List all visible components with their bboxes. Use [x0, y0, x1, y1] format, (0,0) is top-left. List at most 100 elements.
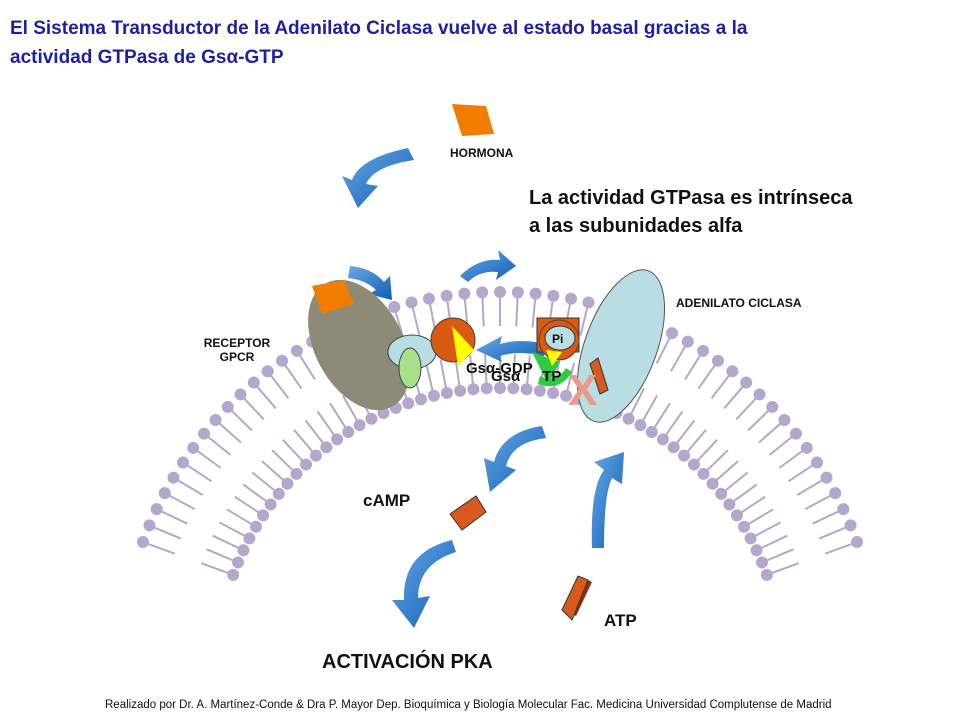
hormona-label: HORMONA: [450, 146, 514, 160]
lipid-head-inner: [706, 477, 719, 490]
lipid-head-inner: [687, 458, 700, 471]
lipid-head-inner: [353, 419, 366, 432]
lipid-head-inner: [342, 425, 355, 438]
lipid-head-inner: [756, 556, 769, 569]
lipid-head-inner: [760, 568, 773, 581]
lipid-head-inner: [402, 397, 415, 410]
lipid-head-inner: [467, 383, 480, 396]
lipid-head-outer: [494, 286, 506, 298]
lipid-head-outer: [221, 400, 234, 413]
lipid-head-outer: [789, 427, 802, 440]
slide-title: El Sistema Transductor de la Adenilato C…: [10, 14, 952, 72]
lipid-head-inner: [750, 544, 763, 557]
lipid-head-inner: [507, 382, 520, 395]
alpha-symbol: α: [226, 47, 239, 68]
lipid-head-outer: [511, 286, 524, 299]
lipid-head-outer: [276, 354, 289, 367]
lipid-head-inner: [494, 382, 506, 394]
lipid-head-outer: [476, 286, 489, 299]
hormone-shape: [452, 104, 494, 136]
lipid-head-outer: [176, 456, 189, 469]
lipid-head-inner: [440, 387, 453, 400]
lipid-head-outer: [697, 344, 710, 357]
lipid-head-inner: [365, 412, 378, 425]
lipid-head-outer: [740, 376, 753, 389]
lipid-head-outer: [565, 292, 578, 305]
camp-shape: [449, 495, 487, 531]
lipid-head-inner: [320, 441, 333, 454]
lipid-head-outer: [753, 388, 766, 401]
lipid-head-inner: [730, 509, 743, 522]
arrow-receptor-binding: [348, 266, 392, 300]
gs-gtp-tail: TP: [542, 368, 562, 385]
lipid-head-outer: [405, 296, 418, 309]
lipid-head-inner: [480, 382, 493, 395]
gs-gtp-alpha: α: [511, 368, 521, 385]
gdp-wedge-shape: [452, 326, 474, 366]
lipid-head-inner: [281, 477, 294, 490]
lipid-head-inner: [634, 419, 647, 432]
lipid-head-outer: [247, 376, 260, 389]
lipid-head-inner: [697, 467, 710, 480]
receptor-label: RECEPTOR GPCR: [193, 336, 281, 364]
lipid-head-inner: [715, 487, 728, 500]
lipid-head-outer: [837, 503, 850, 516]
lipid-head-inner: [560, 389, 573, 402]
gtpase-note-line2: a las subunidades alfa: [529, 215, 743, 237]
lipid-head-inner: [520, 383, 533, 396]
lipid-head-inner: [427, 389, 440, 402]
pi-shape: [544, 325, 576, 351]
title-line-2: actividad GTPasa de Gsα-GTP: [10, 43, 952, 72]
lipid-head-inner: [738, 520, 751, 533]
lipid-head-inner: [723, 498, 736, 511]
lipid-head-inner: [622, 412, 635, 425]
lipid-head-inner: [272, 487, 285, 500]
lipid-head-outer: [136, 536, 149, 549]
lipid-head-outer: [290, 344, 303, 357]
lipid-head-outer: [726, 365, 739, 378]
lipid-head-outer: [440, 289, 453, 302]
arrows: [342, 148, 624, 628]
atp-shape: [561, 575, 589, 621]
lipid-head-outer: [778, 414, 791, 427]
title-line-2-text: actividad GTPasa de Gs: [10, 47, 227, 68]
lipid-head-inner: [667, 441, 680, 454]
receptor-gpcr-shape: [308, 279, 410, 411]
adenilato-ciclasa-label: ADENILATO CICLASA: [676, 296, 802, 310]
lipid-head-outer: [187, 441, 200, 454]
lipid-head-inner: [249, 520, 262, 533]
lipid-head-outer: [666, 327, 679, 340]
credits-footer: Realizado por Dr. A. Martínez-Conde & Dr…: [105, 699, 832, 711]
lipid-head-outer: [820, 471, 833, 484]
title-line-2-tail: -GTP: [238, 47, 284, 68]
lipid-head-outer: [711, 354, 724, 367]
lipid-head-inner: [309, 449, 322, 462]
gs-gdp-label: Gsα-GDP: [466, 360, 533, 377]
camp-label: cAMP: [363, 491, 411, 510]
lipid-head-inner: [231, 556, 244, 569]
receptor-label-line1: RECEPTOR: [203, 336, 271, 350]
lipid-head-outer: [167, 471, 180, 484]
lipid-head-outer: [143, 519, 156, 532]
lipid-head-outer: [422, 292, 435, 305]
lipid-head-outer: [209, 414, 222, 427]
lipid-head-outer: [234, 388, 247, 401]
receptor-label-line2: GPCR: [219, 350, 255, 364]
lipid-head-inner: [257, 509, 270, 522]
lipid-head-inner: [533, 384, 546, 397]
cyclase-active-site-shape: [589, 357, 609, 395]
lipid-head-outer: [529, 287, 542, 300]
arrow-gtp-return: [476, 336, 546, 362]
lipid-head-inner: [454, 384, 467, 397]
green-hook-shape: [538, 368, 572, 387]
activacion-pka-label: ACTIVACIÓN PKA: [322, 651, 493, 673]
lipid-head-inner: [300, 458, 313, 471]
lipid-head-outer: [198, 427, 211, 440]
lipid-head-outer: [582, 296, 595, 309]
lipid-head-outer: [388, 301, 401, 314]
lipid-head-outer: [766, 400, 779, 413]
lipid-head-outer: [681, 335, 694, 348]
title-line-1: El Sistema Transductor de la Adenilato C…: [10, 18, 748, 39]
